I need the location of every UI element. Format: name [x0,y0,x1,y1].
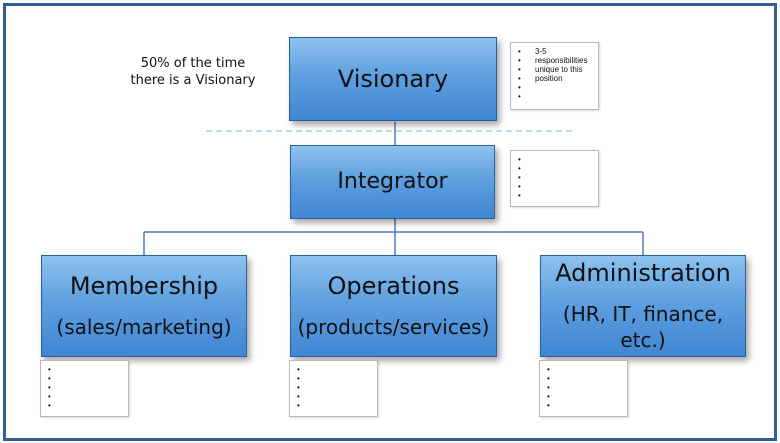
administration-subtitle: (HR, IT, finance, etc.) [562,302,724,352]
note-bullet [290,383,377,392]
note-bullet [540,365,627,374]
membership-subtitle: (sales/marketing) [56,315,232,339]
administration-notes-box [539,360,628,417]
operations-notes-list [290,365,377,410]
integrator-box[interactable]: Integrator [290,145,495,219]
visionary-notes-box: 3-5 responsibilities unique to this posi… [510,42,599,110]
note-bullet [41,374,128,383]
membership-notes-box [40,360,129,417]
administration-notes-list [540,365,627,410]
membership-title: Membership [69,272,219,300]
note-bullet [511,83,598,92]
integrator-title: Integrator [337,169,448,194]
caption-line-1: 50% of the time [140,56,246,71]
note-bullet [540,374,627,383]
membership-box[interactable]: Membership (sales/marketing) [41,255,247,357]
note-bullet [511,92,598,101]
operations-title: Operations [327,272,460,300]
note-bullet [41,365,128,374]
note-bullet [511,191,598,200]
note-bullet [41,401,128,410]
note-bullet [290,365,377,374]
note-bullet [41,383,128,392]
note-bullet: position [511,74,598,83]
visionary-caption: 50% of the time there is a Visionary [118,55,268,89]
operations-notes-box [289,360,378,417]
visionary-box[interactable]: Visionary [289,37,497,121]
note-bullet [290,392,377,401]
note-bullet [540,392,627,401]
note-bullet [511,173,598,182]
operations-box[interactable]: Operations (products/services) [290,255,497,357]
note-bullet [540,401,627,410]
note-bullet [290,374,377,383]
note-bullet: responsibilities [511,56,598,65]
note-bullet [540,383,627,392]
note-bullet [511,182,598,191]
integrator-notes-list [511,155,598,200]
caption-line-2: there is a Visionary [130,73,256,88]
note-bullet [290,401,377,410]
administration-box[interactable]: Administration (HR, IT, finance, etc.) [540,255,746,357]
integrator-notes-box [510,150,599,207]
administration-title: Administration [555,259,731,287]
note-bullet: unique to this [511,65,598,74]
visionary-title: Visionary [337,65,449,93]
note-bullet: 3-5 [511,47,598,56]
operations-subtitle: (products/services) [297,315,490,339]
note-bullet [511,164,598,173]
visionary-notes-list: 3-5 responsibilities unique to this posi… [511,47,598,101]
membership-notes-list [41,365,128,410]
note-bullet [41,392,128,401]
note-bullet [511,155,598,164]
